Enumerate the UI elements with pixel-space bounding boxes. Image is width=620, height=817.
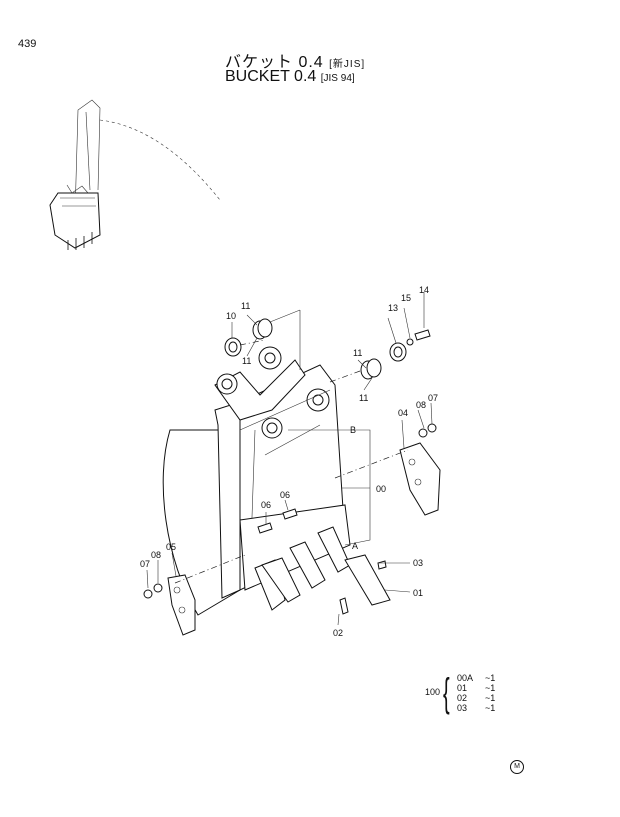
title-jp-main: バケット 0.4 [225, 54, 324, 71]
kit-qty: ~1 [485, 683, 496, 693]
callout-13: 13 [388, 303, 398, 313]
callout-08b: 08 [151, 550, 161, 560]
callout-11a: 11 [241, 301, 250, 311]
page-number: 439 [18, 38, 37, 50]
pins-washers [143, 318, 437, 615]
callout-14: 14 [419, 285, 429, 295]
bucket-teeth [254, 526, 391, 611]
callout-07b: 07 [140, 559, 150, 569]
title-en-main: BUCKET 0.4 [225, 68, 317, 85]
kit-qty: ~1 [485, 703, 496, 713]
title-en-tag: [JIS 94] [320, 73, 355, 84]
side-cutter-left [167, 574, 196, 636]
title-japanese: バケット 0.4 [新JIS] [225, 48, 365, 72]
excavator-thumbnail [49, 99, 221, 250]
callout-00: 00 [376, 484, 386, 494]
callout-06b: 06 [280, 490, 290, 500]
kit-brace: { [443, 671, 450, 715]
callout-05: 05 [166, 542, 176, 552]
kit-code: 00A [457, 673, 474, 683]
kit-row: 00A ~1 [457, 673, 495, 683]
m-mark: M [510, 760, 524, 774]
kit-number: 100 [425, 687, 441, 697]
callout-11c: 11 [353, 348, 362, 358]
callout-08a: 08 [416, 400, 426, 410]
callout-04: 04 [398, 408, 408, 418]
title-english: BUCKET 0.4 [JIS 94] [225, 68, 355, 86]
kit-row: 01 ~1 [457, 683, 495, 693]
callout-02: 02 [333, 628, 343, 638]
ref-b: B [350, 425, 356, 435]
kit-row: 02 ~1 [457, 693, 495, 703]
callout-11d: 11 [359, 393, 368, 403]
kit-code: 01 [457, 683, 468, 693]
callout-06a: 06 [261, 500, 271, 510]
kit-qty: ~1 [485, 673, 496, 683]
callouts: 11 10 11 11 11 13 15 14 04 08 07 B 00 A … [140, 285, 438, 638]
kit-qty: ~1 [485, 693, 496, 703]
callout-01: 01 [413, 588, 423, 598]
title-jp-tag: [新JIS] [329, 59, 366, 70]
callout-03: 03 [413, 558, 423, 568]
kit-code: 02 [457, 693, 468, 703]
ref-a: A [352, 541, 358, 551]
side-cutter-right [399, 442, 441, 516]
callout-10: 10 [226, 311, 236, 321]
callout-15: 15 [401, 293, 411, 303]
kit-row: 03 ~1 [457, 703, 495, 713]
center-lines [174, 339, 409, 584]
leader-lines [146, 292, 433, 626]
callout-11b: 11 [242, 356, 251, 366]
callout-07a: 07 [428, 393, 438, 403]
kit-code: 03 [457, 703, 468, 713]
